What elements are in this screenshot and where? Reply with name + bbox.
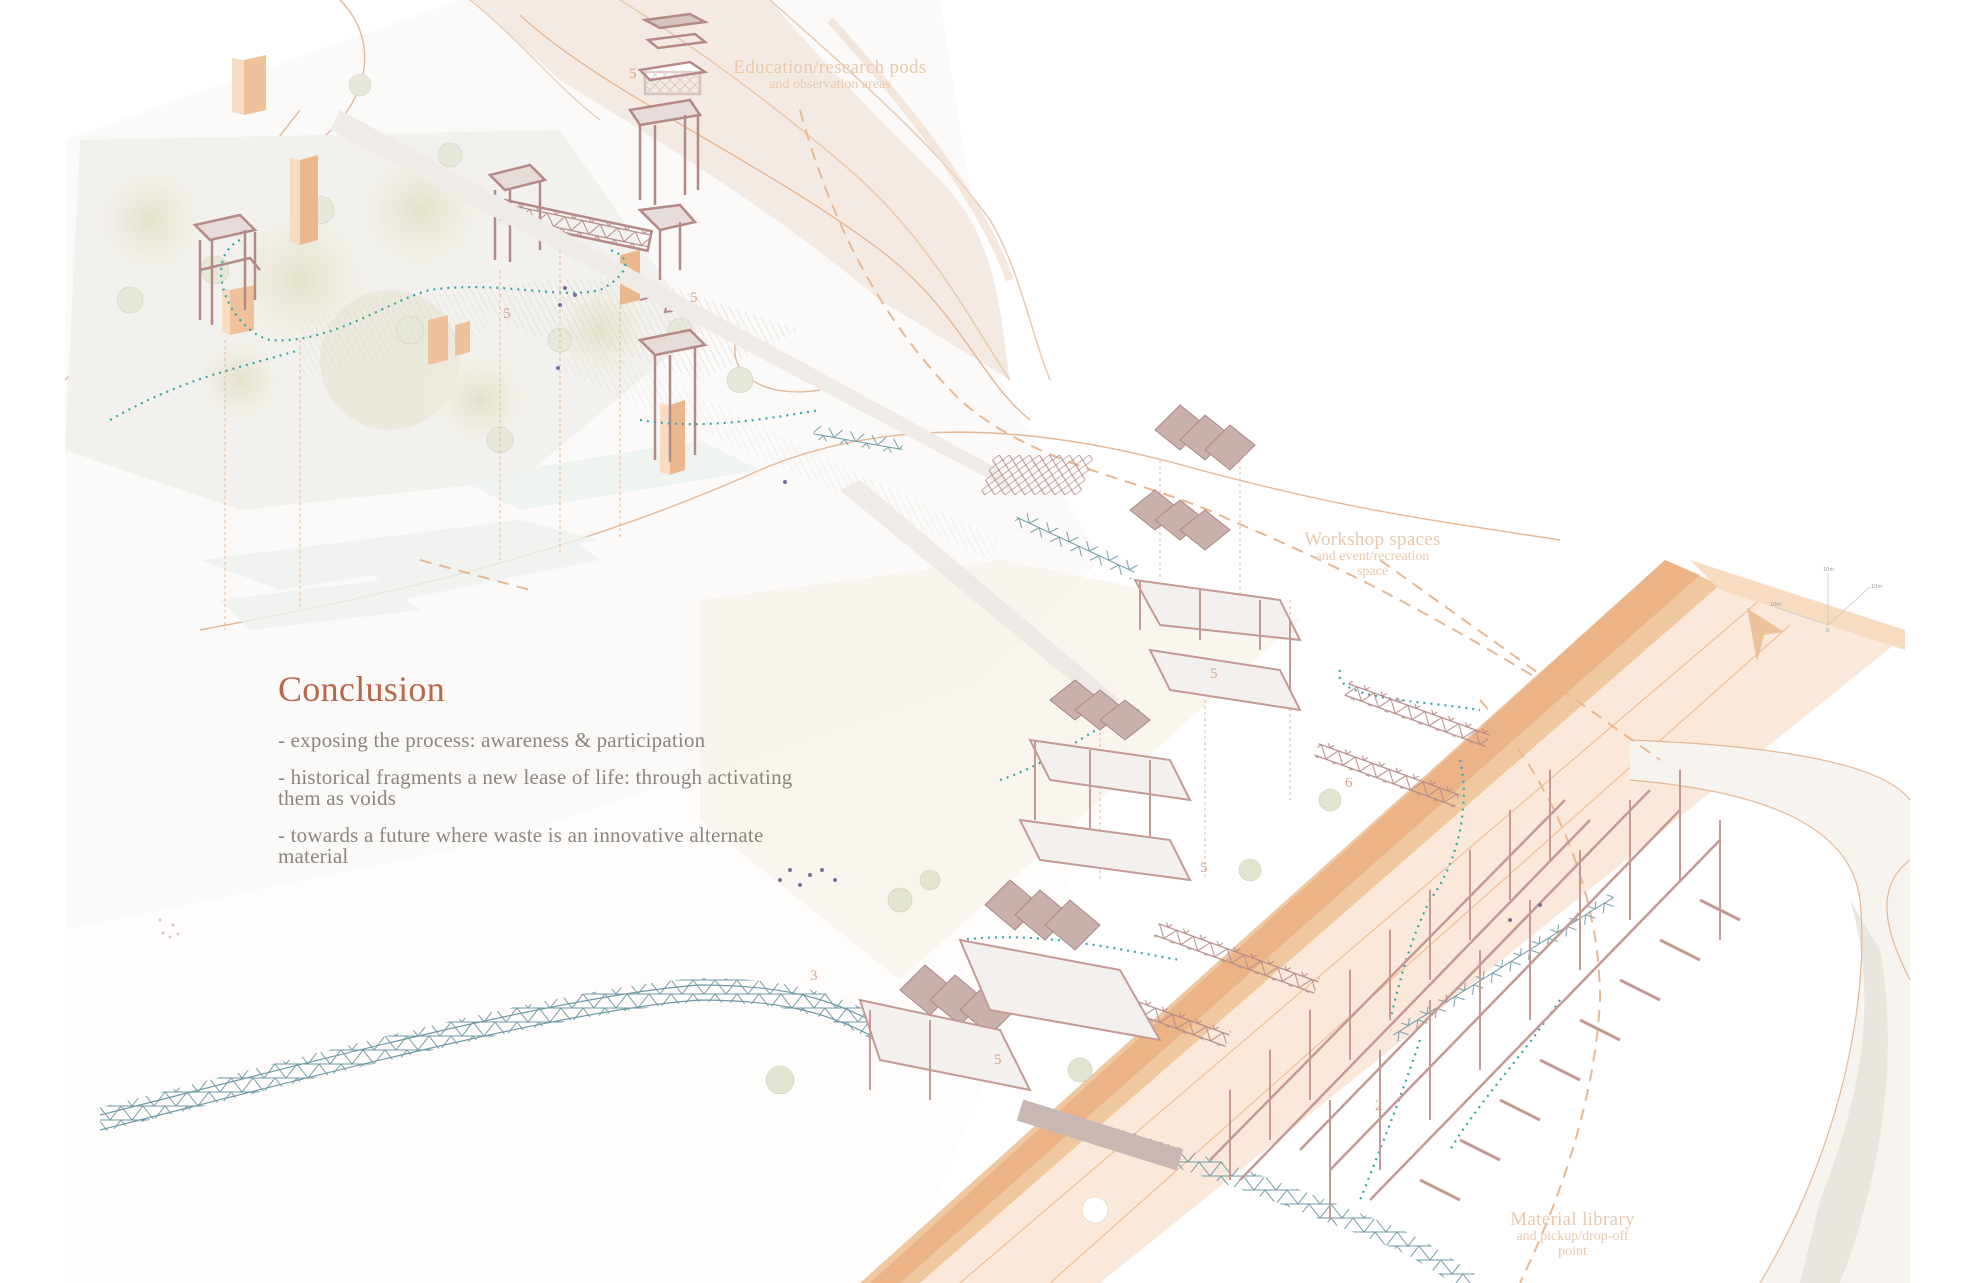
diagonal-walkway xyxy=(330,110,1120,705)
annotation-material-subtitle-2: point xyxy=(1558,1244,1587,1259)
zone-numbers: 5 5 5 5 3 5 5 6 2 xyxy=(503,66,1383,1114)
leader-lines xyxy=(224,250,1291,880)
annotation-material: Material library and pickup/drop-off poi… xyxy=(1480,1210,1665,1259)
zone-number: 2 xyxy=(1375,1098,1383,1114)
annotation-education-subtitle: and observation areas xyxy=(769,77,891,92)
truss-bridges xyxy=(97,425,1618,1283)
workshop-roofs xyxy=(899,404,1256,1036)
zone-number: 5 xyxy=(1210,666,1218,682)
river-terrain xyxy=(1629,739,1911,1283)
annotation-material-subtitle-1: and pickup/drop-off xyxy=(1516,1229,1629,1244)
scale-origin-label: 0 xyxy=(1826,628,1829,634)
zone-number: 6 xyxy=(1345,775,1353,791)
annotation-education-title: Education/research pods xyxy=(733,57,927,78)
annotation-workshop-subtitle-2: space xyxy=(1356,564,1389,579)
people-figures xyxy=(556,286,1542,922)
scale-label-y: 10m xyxy=(1871,584,1882,590)
annotation-workshop-title: Workshop spaces xyxy=(1304,529,1441,550)
zone-number: 5 xyxy=(629,66,637,82)
annotation-workshop: Workshop spaces and event/recreation spa… xyxy=(1280,530,1465,579)
pavilion-structures xyxy=(192,12,710,462)
tree-cluster-lower xyxy=(765,788,1342,1224)
hill-terrain xyxy=(469,0,1051,381)
workshop-frames xyxy=(858,578,1302,1100)
zone-number: 5 xyxy=(994,1052,1002,1068)
zone-number: 5 xyxy=(503,306,511,322)
north-arrow-icon xyxy=(1747,608,1784,662)
conclusion-point: - exposing the process: awareness & part… xyxy=(278,728,706,752)
scale-label-x: 10m xyxy=(1770,602,1781,608)
zone-number: 5 xyxy=(1200,860,1208,876)
annotation-education: Education/research pods and observation … xyxy=(715,58,945,92)
dot-cluster xyxy=(158,918,180,939)
dashed-guides xyxy=(419,109,1661,1283)
zone-number: 3 xyxy=(810,968,818,984)
zone-number: 5 xyxy=(690,290,698,306)
scale-label-z: 10m xyxy=(1823,567,1834,573)
annotation-workshop-subtitle-1: and event/recreation xyxy=(1315,549,1430,564)
conclusion-point: - historical fragments a new lease of li… xyxy=(278,765,793,810)
conclusion-title: Conclusion xyxy=(278,669,446,709)
conclusion-block: Conclusion - exposing the process: aware… xyxy=(278,668,838,883)
annotation-material-title: Material library xyxy=(1510,1209,1635,1230)
scale-axes xyxy=(1774,573,1871,626)
conclusion-point: - towards a future where waste is an inn… xyxy=(278,823,764,868)
material-library-frame xyxy=(1209,770,1741,1220)
